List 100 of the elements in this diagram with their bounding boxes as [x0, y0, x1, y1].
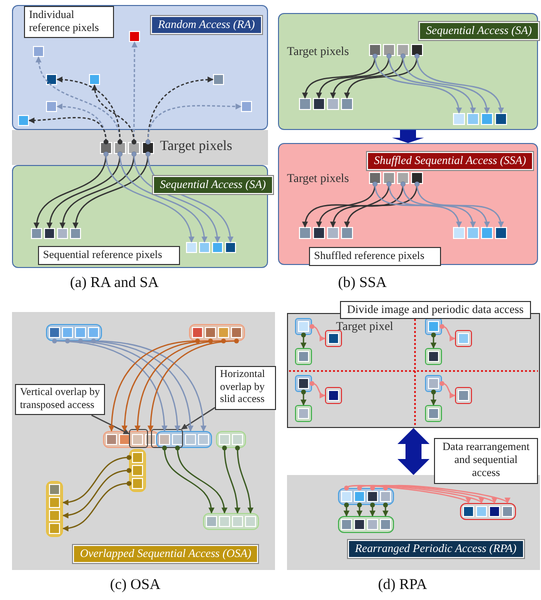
leader-line	[181, 407, 216, 430]
access-arrow	[122, 338, 213, 432]
access-arrow	[62, 455, 132, 505]
callout-text: Data rearrangement and sequential access	[434, 438, 538, 484]
access-arrow	[344, 502, 350, 517]
access-arrow	[62, 481, 132, 531]
pixel-group	[156, 431, 212, 448]
callout-text: Divide image and periodic data access	[340, 301, 531, 319]
pixel-square	[18, 115, 29, 126]
access-arrow	[382, 502, 388, 517]
pixel-square	[425, 348, 442, 365]
overlap-frame	[151, 429, 183, 448]
pixel-square	[425, 375, 442, 392]
panel-caption: (c) OSA	[110, 577, 160, 594]
access-arrow	[146, 103, 242, 144]
access-arrow	[146, 152, 233, 243]
target-pixels-label: Target pixels	[287, 44, 349, 59]
leader-line	[91, 414, 130, 434]
panel-title: Shuffled Sequential Access (SSA)	[367, 152, 534, 170]
pixel-group	[216, 431, 246, 448]
pixel-group	[46, 481, 63, 537]
access-arrow	[344, 485, 469, 504]
access-arrow	[52, 338, 168, 432]
access-arrow	[372, 182, 461, 228]
pixel-square	[33, 46, 44, 57]
access-arrow	[222, 446, 240, 514]
access-region-panel	[278, 13, 538, 130]
callout-text: Vertical overlap by transposed access	[15, 384, 105, 416]
pixel-square	[89, 74, 100, 85]
access-arrow	[440, 381, 456, 398]
access-arrow	[65, 338, 180, 432]
access-arrow	[108, 338, 200, 432]
access-arrow	[62, 468, 132, 518]
access-arrow	[414, 182, 503, 228]
pixel-group	[129, 449, 146, 492]
access-arrow	[300, 390, 306, 406]
access-arrow	[370, 485, 495, 504]
target-band	[12, 130, 268, 165]
pixel-group	[338, 516, 394, 533]
access-arrow	[162, 446, 214, 514]
access-arrow	[148, 338, 239, 432]
pixel-square	[213, 74, 224, 85]
access-arrow	[78, 338, 194, 432]
overlap-frame	[129, 429, 148, 448]
access-arrow	[92, 84, 136, 144]
access-arrow	[104, 152, 194, 243]
access-arrow	[357, 485, 482, 504]
access-arrow	[91, 338, 206, 432]
access-region-panel	[12, 5, 268, 130]
access-region-panel	[12, 312, 275, 570]
panel-title: Sequential Access (SA)	[153, 176, 273, 194]
panel-title: Random Access (RA)	[151, 16, 262, 34]
target-pixels-label: Target pixels	[287, 171, 349, 186]
pixel-square	[241, 101, 252, 112]
pixel-group	[453, 113, 507, 125]
panel-title: Overlapped Sequential Access (OSA)	[73, 545, 258, 563]
access-arrow	[132, 152, 220, 243]
access-arrow	[56, 76, 122, 144]
access-arrow	[430, 332, 436, 349]
access-arrow	[400, 54, 490, 114]
pixel-square	[295, 405, 312, 422]
block-arrow	[398, 428, 430, 475]
access-region-panel	[278, 143, 538, 265]
pixel-group	[203, 513, 259, 530]
pixel-group	[100, 142, 154, 154]
pixel-group	[299, 227, 353, 239]
pixel-group	[369, 44, 423, 56]
access-arrow	[175, 446, 227, 514]
callout-text: Horizontal overlap by slid access	[215, 366, 276, 410]
panel-title: Rearranged Periodic Access (RPA)	[348, 540, 524, 558]
access-arrow	[386, 54, 476, 114]
panel-caption: (d) RPA	[378, 577, 428, 594]
callout-text: Shuffled reference pixels	[309, 247, 441, 266]
access-arrow	[430, 390, 436, 406]
access-arrow	[28, 117, 108, 144]
pixel-group	[299, 98, 353, 110]
pixel-square	[425, 318, 442, 335]
pixel-square	[455, 387, 472, 404]
access-arrow	[300, 332, 306, 349]
access-arrow	[414, 54, 504, 114]
access-arrow	[310, 324, 326, 341]
pixel-square	[295, 348, 312, 365]
pixel-group	[369, 172, 423, 184]
pixel-square	[455, 330, 472, 347]
pixel-group	[189, 324, 245, 341]
access-arrow	[310, 381, 326, 398]
pixel-group	[31, 228, 81, 239]
access-arrow	[356, 502, 362, 517]
callout-text: Individual reference pixels	[24, 6, 114, 38]
pixel-group	[453, 227, 507, 239]
access-arrow	[235, 446, 254, 514]
band-label: Target pixels	[160, 139, 232, 155]
panel-caption: (a) RA and SA	[70, 275, 159, 292]
panel-title: Sequential Access (SA)	[419, 22, 539, 40]
target-pixels-label: Target pixel	[336, 319, 394, 334]
pixel-square	[46, 101, 57, 112]
access-arrow	[118, 152, 207, 243]
pixel-square	[295, 318, 312, 335]
access-arrow	[134, 338, 226, 432]
pixel-square	[46, 74, 57, 85]
